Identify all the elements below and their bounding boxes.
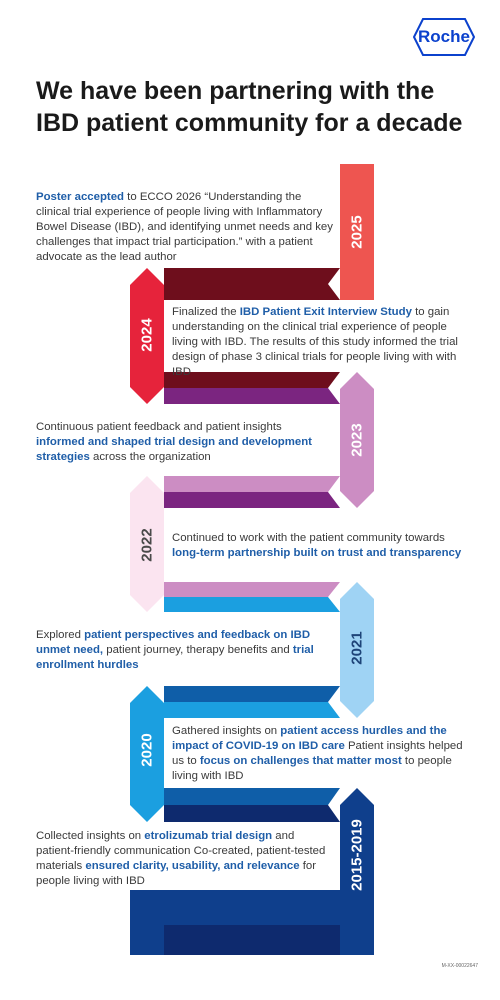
- milestone-description-2022: Continued to work with the patient commu…: [172, 531, 472, 561]
- timeline-tail: [130, 890, 164, 955]
- milestone-strip-2015-2019: [340, 788, 374, 955]
- connector-tail-top: [130, 890, 340, 925]
- connector-band-bottom: [164, 492, 340, 508]
- connector-band-top: [164, 686, 340, 702]
- milestone-strip-2024: [130, 268, 164, 404]
- highlight-text: informed and shaped trial design and dev…: [36, 436, 312, 463]
- milestone-strip-2020: [130, 686, 164, 822]
- milestone-description-2021: Explored patient perspectives and feedba…: [36, 628, 326, 673]
- milestone-strip-2022: [130, 476, 164, 612]
- milestone-strip-2025: [340, 164, 374, 300]
- connector-band-bottom: [164, 702, 340, 718]
- highlight-text: Poster accepted: [36, 191, 124, 203]
- body-text: Explored: [36, 629, 85, 641]
- connector-band-top: [164, 476, 340, 492]
- body-text: Continued to work with the patient commu…: [172, 532, 445, 544]
- body-text: for people living with IBD: [36, 860, 317, 887]
- connector-band-top: [164, 582, 340, 597]
- highlight-text: long-term partnership built on trust and…: [172, 547, 462, 559]
- year-label-2025: 2025: [348, 215, 366, 249]
- highlight-text: ensured clarity, usability, and relevanc…: [85, 860, 300, 872]
- connector-band-top: [164, 268, 340, 284]
- body-text: Finalized the: [172, 306, 240, 318]
- highlight-text: patient perspectives and feedback on IBD…: [36, 629, 311, 656]
- roche-logo-text: Roche: [418, 27, 470, 46]
- body-text: Collected insights on: [36, 830, 145, 842]
- highlight-text: focus on challenges that matter most: [199, 755, 402, 767]
- highlight-text: trial enrollment hurdles: [36, 644, 314, 671]
- year-label-2021: 2021: [348, 631, 366, 665]
- milestone-description-2025: Poster accepted to ECCO 2026 “Understand…: [36, 190, 336, 265]
- body-text: and patient-friendly communication Co-cr…: [36, 830, 326, 872]
- body-text: Gathered insights on: [172, 725, 281, 737]
- connector-band-bottom: [164, 284, 340, 300]
- page-title: We have been partnering with the IBD pat…: [36, 77, 463, 137]
- milestone-description-2020: Gathered insights on patient access hurd…: [172, 724, 467, 784]
- year-label-2024: 2024: [138, 318, 156, 352]
- body-text: patient journey, therapy benefits and: [103, 644, 293, 656]
- milestone-strip-2021: [340, 582, 374, 718]
- body-text: Patient insights helped us to: [172, 740, 463, 767]
- body-text: to people living with IBD: [172, 755, 452, 782]
- body-text: to gain understanding on the clinical tr…: [172, 306, 458, 378]
- year-label-2015-2019: 2015-2019: [348, 819, 366, 891]
- connector-band-bottom: [164, 805, 340, 822]
- connector-tail-bottom: [130, 925, 340, 955]
- milestone-description-2024: Finalized the IBD Patient Exit Interview…: [172, 305, 472, 380]
- connector-band-bottom: [164, 388, 340, 404]
- body-text: to ECCO 2026 “Understanding the clinical…: [36, 191, 333, 263]
- highlight-text: etrolizumab trial design: [144, 830, 273, 842]
- document-code: M-XX-00022647: [441, 963, 478, 969]
- milestone-description-2023: Continuous patient feedback and patient …: [36, 420, 326, 465]
- year-label-2022: 2022: [138, 528, 156, 562]
- milestone-strip-2023: [340, 372, 374, 508]
- year-label-2020: 2020: [138, 733, 156, 767]
- highlight-text: IBD Patient Exit Interview Study: [239, 306, 412, 318]
- roche-logo-icon: [413, 18, 475, 56]
- connector-band-top: [164, 372, 340, 388]
- body-text: across the organization: [89, 451, 211, 463]
- connector-band-bottom: [164, 597, 340, 612]
- body-text: Continuous patient feedback and patient …: [36, 421, 282, 433]
- year-label-2023: 2023: [348, 423, 366, 457]
- milestone-description-2015-2019: Collected insights on etrolizumab trial …: [36, 829, 326, 889]
- connector-band-top: [164, 788, 340, 805]
- highlight-text: patient access hurdles and the impact of…: [172, 725, 447, 752]
